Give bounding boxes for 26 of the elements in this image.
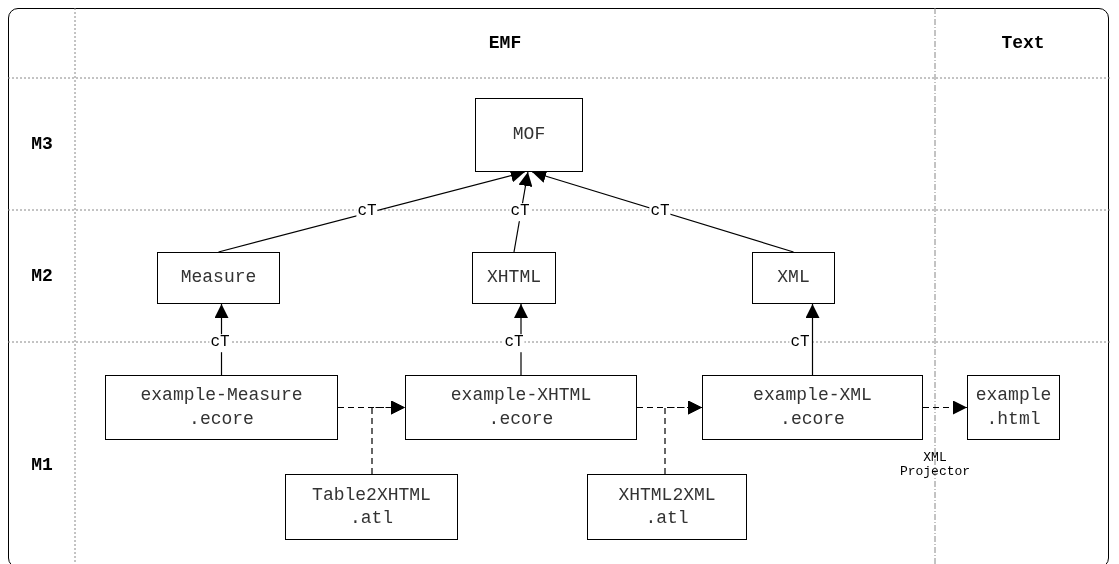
edge-label: cT <box>509 203 531 221</box>
row-header: M2 <box>31 266 53 286</box>
arrow <box>922 400 968 415</box>
arrow <box>214 303 229 376</box>
process-box: example-XHTML .ecore <box>405 375 637 440</box>
column-header: Text <box>1001 33 1045 53</box>
process-box: Table2XHTML .atl <box>285 474 458 540</box>
arrow <box>805 303 820 376</box>
process-box: MOF <box>475 98 583 172</box>
process-box: example-Measure .ecore <box>105 375 338 440</box>
arrow <box>371 400 406 475</box>
arrow <box>514 303 528 376</box>
process-box: XHTML2XML .atl <box>587 474 747 540</box>
column-header: EMF <box>488 33 522 53</box>
edge-label: cT <box>503 334 525 352</box>
arrow <box>513 171 533 253</box>
process-box: XHTML <box>472 252 556 304</box>
row-header: M3 <box>31 134 53 154</box>
process-box: example-XML .ecore <box>702 375 923 440</box>
process-box: example .html <box>967 375 1060 440</box>
row-header: M1 <box>31 455 53 475</box>
arrow <box>664 400 703 475</box>
process-box: XML <box>752 252 835 304</box>
edge-label: XML Projector <box>898 450 972 480</box>
process-box: Measure <box>157 252 280 304</box>
edge-label: cT <box>209 334 231 352</box>
